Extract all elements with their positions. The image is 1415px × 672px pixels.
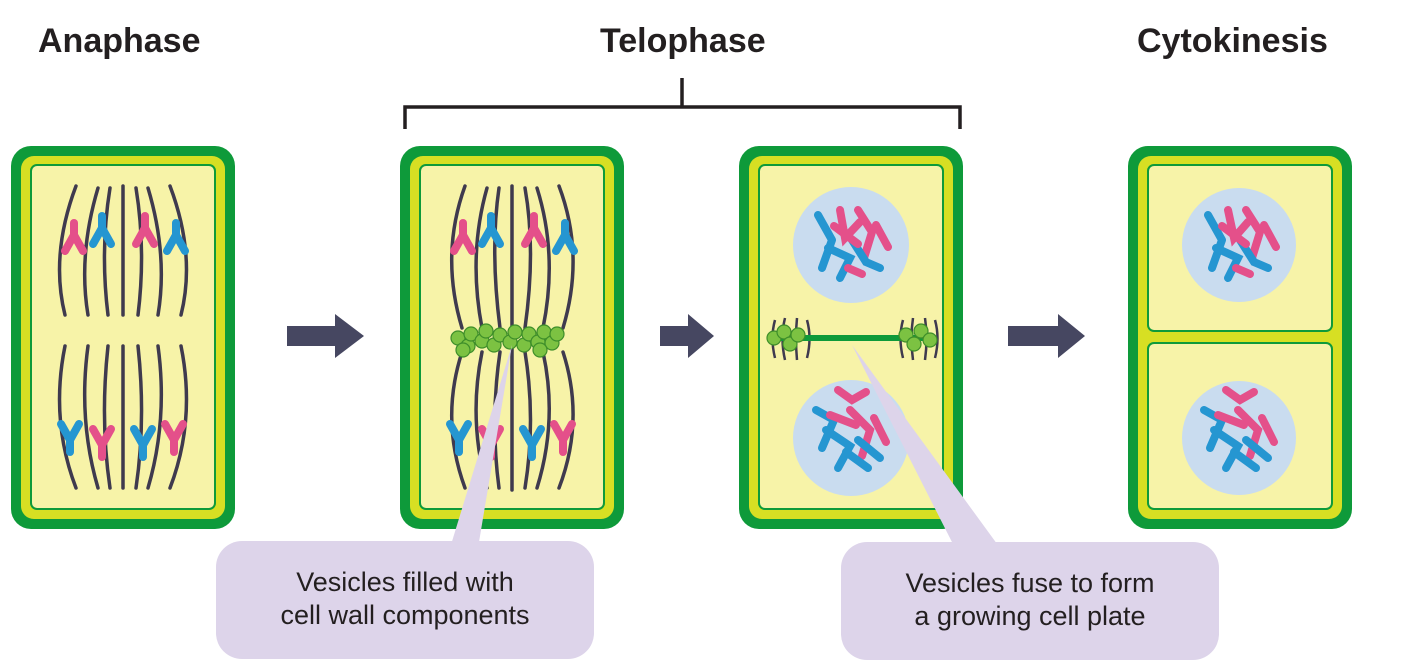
chromosomes-nucleus-top xyxy=(814,206,892,282)
chromosomes-nucleus-bottom xyxy=(812,386,890,472)
cell-telophase-vesicles xyxy=(400,146,624,529)
callout-line: Vesicles filled with xyxy=(296,567,514,597)
stage-title-anaphase: Anaphase xyxy=(38,22,201,60)
callout-line: cell wall components xyxy=(280,600,530,630)
cell-cytokinesis xyxy=(1128,146,1352,529)
spindle-fibers xyxy=(449,184,575,492)
right-arrow-icon xyxy=(287,314,364,358)
spindle-fibers xyxy=(57,184,189,490)
callout-line: a growing cell plate xyxy=(914,601,1146,631)
stage-title-telophase: Telophase xyxy=(600,22,766,60)
callout-text-vesicles-components: Vesicles filled with cell wall component… xyxy=(216,566,594,632)
callout-text-vesicles-fuse: Vesicles fuse to form a growing cell pla… xyxy=(841,567,1219,633)
telophase-bracket xyxy=(403,78,962,129)
chromosomes-nucleus-top xyxy=(1204,206,1280,282)
callout-line: Vesicles fuse to form xyxy=(905,568,1155,598)
cell-anaphase xyxy=(11,146,235,529)
stage-title-cytokinesis: Cytokinesis xyxy=(1137,22,1328,60)
right-arrow-icon xyxy=(1008,314,1085,358)
callout-vesicles-components xyxy=(216,345,594,659)
chromosomes-nucleus-bottom xyxy=(1200,386,1278,472)
callout-vesicles-fuse xyxy=(841,345,1219,660)
right-arrow-icon xyxy=(660,314,714,358)
